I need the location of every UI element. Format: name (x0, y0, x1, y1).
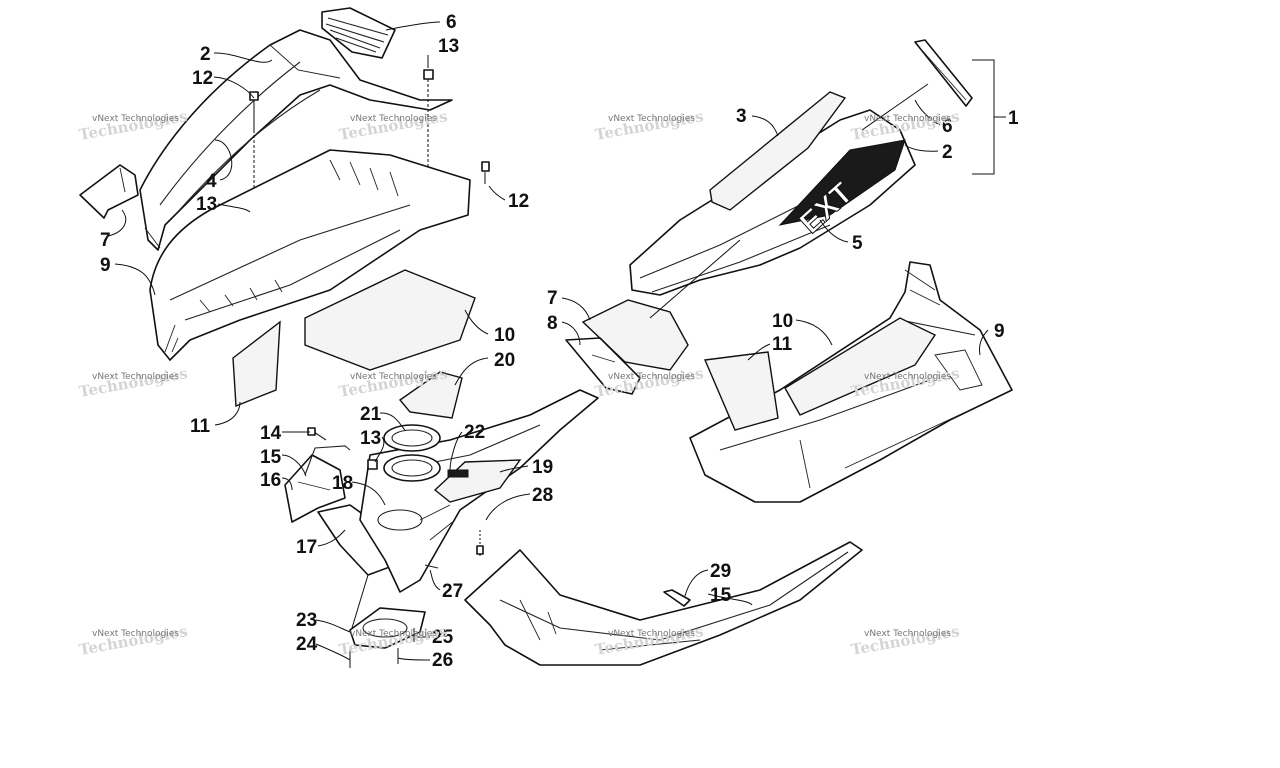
vent-grille-left (321, 7, 396, 59)
svg-text:Technologies: Technologies (850, 622, 961, 659)
svg-text:vNext Technologies: vNext Technologies (92, 372, 179, 382)
callout-13-center: 13 (360, 428, 381, 449)
decal-8 (565, 337, 641, 395)
callout-25: 25 (432, 627, 454, 648)
callout-13-top: 13 (438, 36, 459, 57)
callout-9-left: 9 (100, 255, 111, 276)
callout-numbers: 6 2 13 12 4 13 12 7 9 10 11 20 21 22 13 … (100, 12, 1019, 671)
callout-7-right: 7 (547, 288, 558, 309)
callout-18: 18 (332, 473, 353, 494)
windshield-left (79, 164, 139, 219)
foam-panel-11-left (232, 320, 281, 408)
assembly-axis-23 (351, 574, 369, 629)
callout-19: 19 (532, 457, 553, 478)
windshield-alignment-line (649, 239, 741, 319)
svg-text:vNext Technologies: vNext Technologies (92, 114, 179, 124)
watermark-2: Technologies vNext Technologies (338, 107, 449, 144)
callout-5: 5 (852, 233, 863, 254)
upper-hood-shroud-left (139, 29, 453, 251)
callout-14: 14 (260, 423, 282, 444)
callout-10-right: 10 (772, 311, 793, 332)
svg-text:vNext Technologies: vNext Technologies (350, 114, 437, 124)
bracket-15-left (304, 445, 351, 476)
nut-13-top (423, 69, 434, 180)
svg-text:vNext Technologies: vNext Technologies (864, 629, 951, 639)
svg-text:vNext Technologies: vNext Technologies (608, 372, 695, 382)
callout-12-right: 12 (508, 191, 529, 212)
callout-28: 28 (532, 485, 553, 506)
callout-3: 3 (736, 106, 747, 127)
callout-23: 23 (296, 610, 317, 631)
svg-text:Technologies: Technologies (78, 364, 189, 401)
callout-29: 29 (710, 561, 731, 582)
nut-13-center (367, 459, 378, 470)
callout-12-upper: 12 (192, 68, 213, 89)
svg-text:Technologies: Technologies (594, 107, 705, 144)
svg-text:Technologies: Technologies (78, 622, 189, 659)
callout-16: 16 (260, 470, 281, 491)
leader-lines (107, 21, 989, 661)
callout-1: 1 (1008, 108, 1019, 129)
callout-2-right: 2 (942, 142, 953, 163)
watermark-3: Technologies vNext Technologies (594, 107, 705, 144)
foam-panel-11-right (703, 351, 779, 431)
callout-17: 17 (296, 537, 317, 558)
callout-bracket-1 (972, 59, 1006, 175)
callout-10-left: 10 (494, 325, 515, 346)
callout-6-right: 6 (942, 116, 953, 137)
watermark-9: Technologies vNext Technologies (78, 622, 189, 659)
callout-26: 26 (432, 650, 453, 671)
svg-text:vNext Technologies: vNext Technologies (350, 629, 437, 639)
plate-23 (349, 607, 426, 649)
svg-text:vNext Technologies: vNext Technologies (608, 629, 695, 639)
foam-panel-10-right (784, 317, 937, 416)
vent-grille-right (914, 39, 973, 107)
callout-15-right: 15 (710, 585, 732, 606)
callout-9-right: 9 (994, 321, 1005, 342)
svg-text:vNext Technologies: vNext Technologies (864, 114, 951, 124)
rivet-28 (476, 530, 484, 556)
callout-11-left: 11 (190, 416, 211, 437)
callout-8: 8 (547, 313, 558, 334)
bolt-12-right (481, 161, 490, 184)
rivet-27 (424, 564, 439, 569)
ring-21a (383, 424, 441, 452)
ring-21b (383, 454, 441, 482)
callout-21: 21 (360, 404, 382, 425)
watermark-12: Technologies vNext Technologies (850, 622, 961, 659)
callout-22: 22 (464, 422, 485, 443)
callout-6-left: 6 (446, 12, 457, 33)
callout-4: 4 (206, 171, 217, 192)
callout-11-right: 11 (772, 334, 793, 355)
watermark-5: Technologies vNext Technologies (78, 364, 189, 401)
callout-27: 27 (442, 581, 463, 602)
svg-text:vNext Technologies: vNext Technologies (92, 629, 179, 639)
svg-text:vNext Technologies: vNext Technologies (350, 372, 437, 382)
callout-7-left: 7 (100, 230, 111, 251)
callout-13-lower: 13 (196, 194, 217, 215)
callout-24: 24 (296, 634, 318, 655)
seal-19 (433, 459, 522, 503)
bolt-12-upper (249, 91, 259, 130)
svg-text:Technologies: Technologies (338, 107, 449, 144)
vent-alignment-line (861, 83, 929, 131)
screw-29 (663, 589, 691, 607)
ring-18 (377, 509, 423, 531)
belly-pan-lower (464, 541, 863, 666)
foam-panel-10-left (304, 269, 476, 371)
nosepan-left (149, 149, 471, 361)
callout-2-left: 2 (200, 44, 211, 65)
cover-20 (398, 371, 463, 419)
foam-panel-3-right (709, 91, 847, 211)
callout-15-left: 15 (260, 447, 282, 468)
svg-text:vNext Technologies: vNext Technologies (864, 372, 951, 382)
svg-text:vNext Technologies: vNext Technologies (608, 114, 695, 124)
bolt-14 (307, 427, 327, 441)
callout-20: 20 (494, 350, 515, 371)
